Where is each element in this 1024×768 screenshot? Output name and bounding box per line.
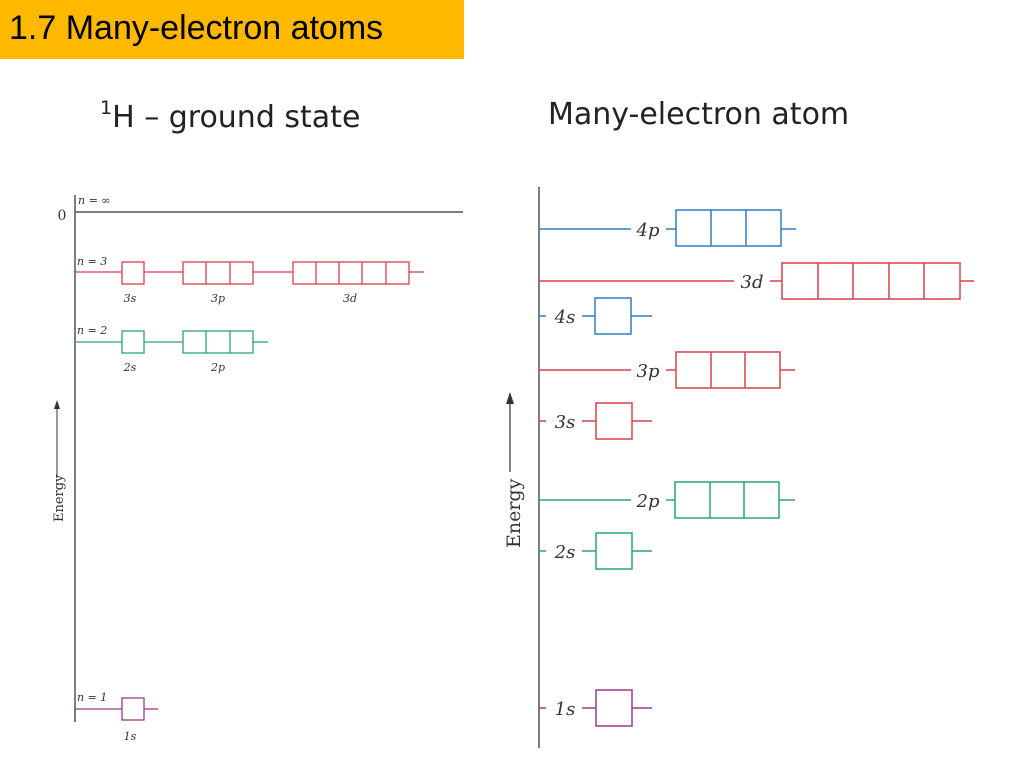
hydrogen-diagram: 0 n = ∞ Energy n = 3 3s 3p 3d	[52, 194, 463, 743]
label-3p-right: 3p	[637, 361, 660, 382]
label-2p: 2p	[210, 361, 225, 374]
level-2s	[539, 532, 652, 570]
n1-label: n = 1	[77, 691, 107, 704]
left-heading-text: H – ground state	[112, 100, 361, 135]
label-2p-right: 2p	[636, 491, 660, 512]
many-electron-diagram: Energy 4p 3d 4s	[503, 187, 974, 748]
label-3s-right: 3s	[555, 412, 576, 433]
label-3p: 3p	[211, 292, 225, 305]
level-1s	[539, 689, 652, 727]
level-3p	[539, 351, 795, 389]
left-energy-arrow: Energy	[52, 400, 67, 522]
label-2s: 2s	[123, 361, 137, 374]
label-1s: 1s	[124, 730, 137, 743]
level-2p	[539, 481, 795, 519]
left-heading-superscript: 1	[100, 97, 113, 119]
level-n3	[75, 261, 424, 285]
label-4s: 4s	[554, 307, 576, 328]
level-n1	[75, 697, 158, 721]
right-energy-label: Energy	[503, 478, 525, 548]
level-3d	[539, 262, 974, 300]
zero-label: 0	[58, 208, 67, 224]
title-banner: 1.7 Many-electron atoms	[0, 0, 464, 59]
label-3d-right: 3d	[741, 272, 764, 293]
left-heading: 1H – ground state	[100, 97, 361, 135]
n-infinity-label: n = ∞	[78, 194, 110, 207]
label-4p: 4p	[636, 220, 660, 241]
label-1s-right: 1s	[555, 699, 576, 720]
n3-label: n = 3	[77, 255, 107, 268]
label-3s: 3s	[124, 292, 137, 305]
level-n2	[75, 330, 268, 354]
slide-title: 1.7 Many-electron atoms	[9, 9, 384, 47]
label-2s-right: 2s	[554, 542, 576, 563]
n2-label: n = 2	[77, 324, 107, 337]
right-energy-arrow: Energy	[503, 392, 525, 548]
right-heading: Many-electron atom	[548, 97, 850, 132]
left-energy-label: Energy	[52, 474, 67, 522]
level-4s	[539, 297, 652, 335]
label-3d: 3d	[343, 292, 357, 305]
level-4p	[539, 209, 796, 247]
level-3s	[539, 402, 652, 440]
